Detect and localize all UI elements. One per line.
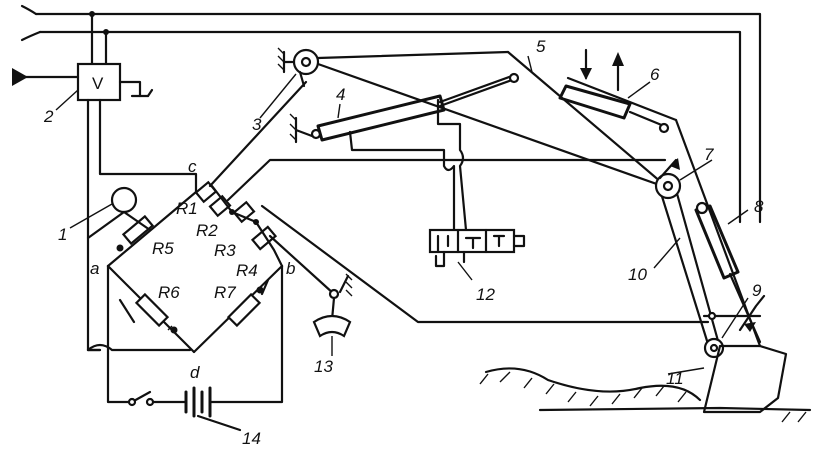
resistor-labels: R1 R2 R3 R4 R5 R6 R7 — [152, 199, 258, 302]
node-b: b — [286, 259, 295, 278]
node-a: a — [90, 259, 99, 278]
leader-lines — [55, 55, 749, 375]
resistor-r7 — [226, 292, 262, 328]
valve-12 — [428, 228, 526, 268]
arrow-up-icon — [612, 52, 624, 66]
stick-10 — [566, 76, 762, 350]
label-2: 2 — [43, 107, 54, 126]
node-c: c — [188, 157, 197, 176]
amplifier-block: V — [12, 62, 198, 352]
amplifier-label: V — [92, 74, 104, 93]
label-4: 4 — [336, 85, 345, 104]
label-11: 11 — [666, 369, 684, 388]
label-r4: R4 — [236, 261, 258, 280]
number-labels: 1 2 3 4 5 6 7 8 9 10 11 12 13 14 — [43, 37, 764, 448]
label-14: 14 — [242, 429, 261, 448]
label-1: 1 — [58, 225, 67, 244]
boom-rope — [316, 50, 670, 190]
resistor-r3 — [232, 200, 256, 224]
lever-13 — [312, 273, 353, 338]
supply-lines — [20, 4, 762, 224]
label-r1: R1 — [176, 199, 198, 218]
resistor-r5 — [121, 214, 155, 246]
node-labels: a b c d — [90, 157, 295, 382]
resistor-r6 — [134, 292, 170, 328]
label-r7: R7 — [214, 283, 236, 302]
input-arrow-icon — [12, 68, 28, 86]
arrow-down-icon — [580, 68, 592, 80]
label-5: 5 — [536, 37, 546, 56]
hydraulic-cylinder-6 — [558, 48, 670, 134]
label-7: 7 — [704, 145, 714, 164]
ground-surface — [479, 367, 812, 423]
resistor-r4 — [250, 225, 278, 251]
label-8: 8 — [754, 197, 764, 216]
hydraulic-cylinder-8 — [694, 201, 762, 344]
label-3: 3 — [252, 115, 262, 134]
label-10: 10 — [628, 265, 647, 284]
bridge-circuit — [86, 80, 710, 432]
meter-gauge-icon — [110, 186, 138, 214]
hydraulic-cylinder-4 — [289, 72, 520, 232]
bucket-11 — [702, 294, 788, 414]
label-r6: R6 — [158, 283, 180, 302]
label-12: 12 — [476, 285, 495, 304]
label-r3: R3 — [214, 241, 236, 260]
node-d: d — [190, 363, 200, 382]
label-r2: R2 — [196, 221, 218, 240]
resistor-r1 — [194, 180, 218, 204]
label-r5: R5 — [152, 239, 174, 258]
label-6: 6 — [650, 65, 660, 84]
pulley-3 — [277, 47, 320, 88]
label-9: 9 — [752, 281, 762, 300]
label-13: 13 — [314, 357, 333, 376]
